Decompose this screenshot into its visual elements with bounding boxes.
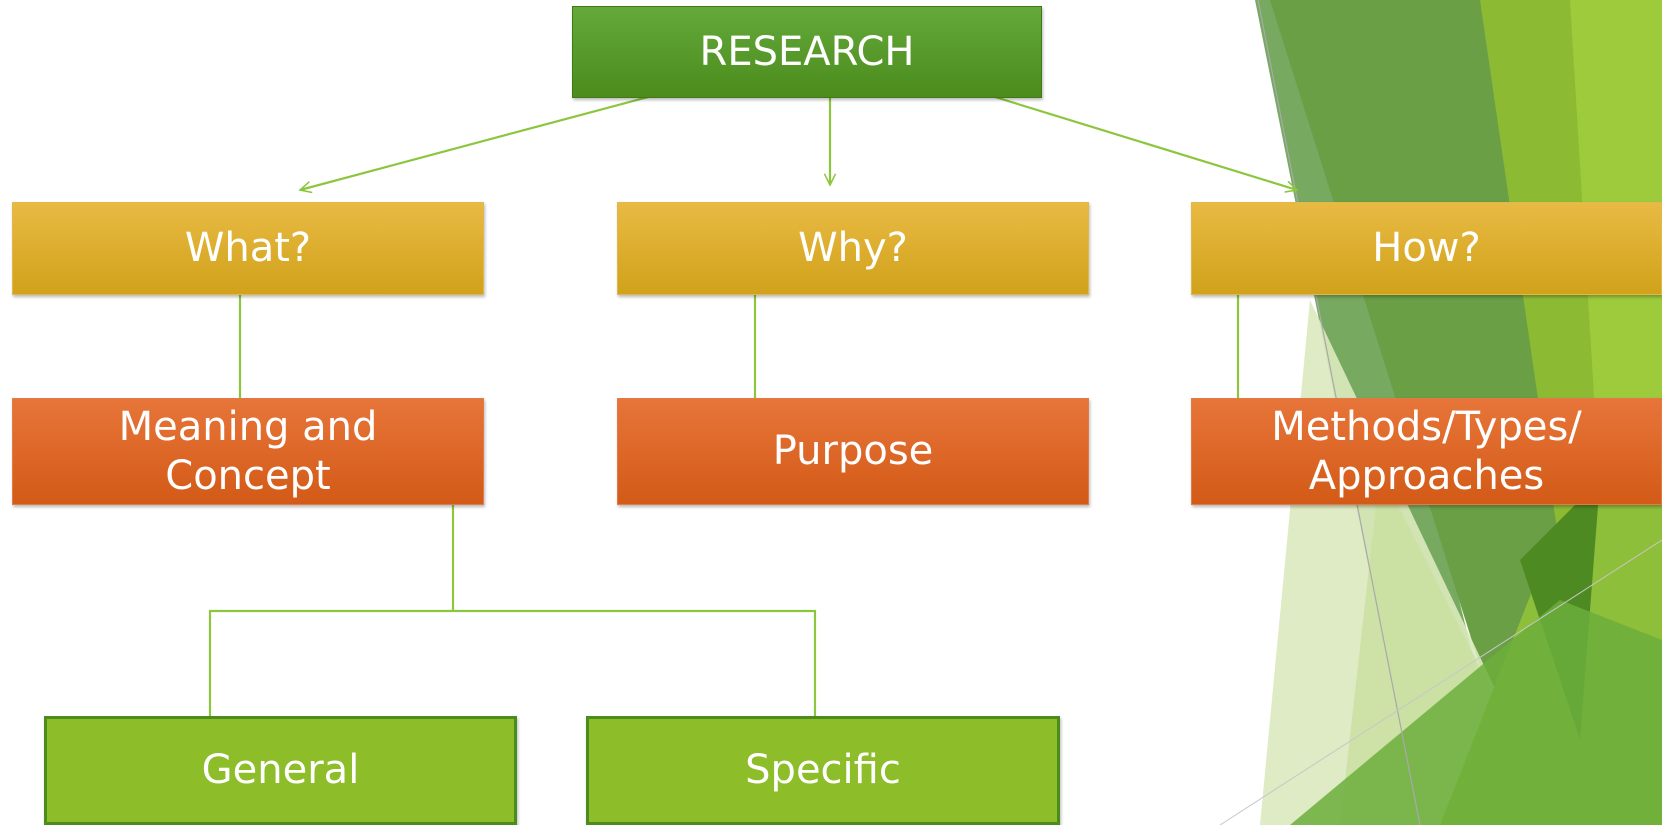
node-methods-label-line1: Methods/Types/ [1271, 403, 1582, 450]
deco-green-sweep [1290, 600, 1662, 825]
node-what-label: What? [184, 225, 312, 272]
node-what: What? [12, 202, 484, 295]
node-why: Why? [617, 202, 1089, 295]
arrow-root-to-what [300, 95, 649, 190]
node-meaning-label-line1: Meaning and [118, 403, 378, 450]
node-purpose: Purpose [617, 398, 1089, 505]
root-node-research: RESEARCH [572, 6, 1042, 98]
node-meaning-concept: Meaning and Concept [12, 398, 484, 505]
node-methods-label-line2: Approaches [1308, 452, 1545, 499]
node-how-label: How? [1372, 225, 1481, 272]
node-specific: Specific [586, 716, 1060, 825]
node-methods: Methods/Types/ Approaches [1191, 398, 1662, 505]
node-general: General [44, 716, 517, 825]
deco-thin-line-2 [1219, 539, 1662, 825]
node-general-label: General [201, 747, 360, 794]
link-subtopic-bar [208, 609, 817, 716]
node-specific-label: Specific [745, 747, 901, 794]
node-why-label: Why? [798, 225, 908, 272]
node-meaning-label-line2: Concept [165, 452, 331, 499]
root-label: RESEARCH [699, 28, 915, 75]
node-how: How? [1191, 202, 1662, 295]
arrow-root-to-how [994, 95, 1297, 190]
node-purpose-label: Purpose [772, 428, 934, 475]
